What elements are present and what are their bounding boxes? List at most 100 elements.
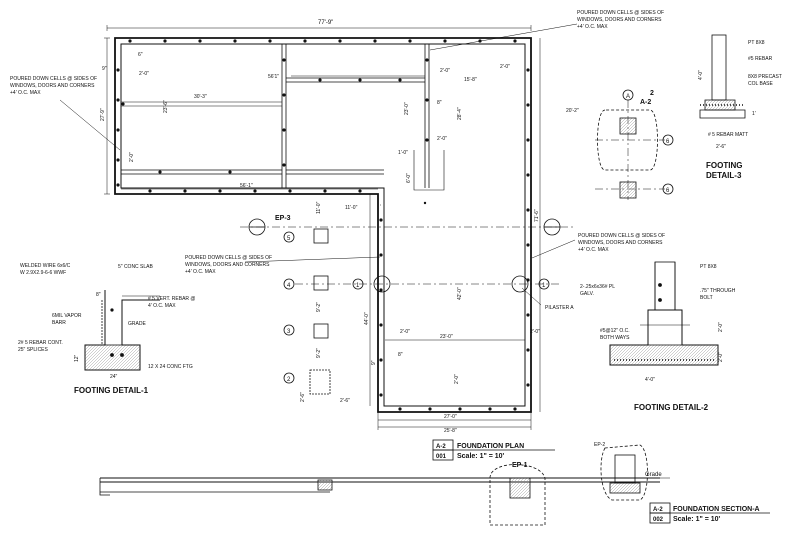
dim-71-6: 71'-6" bbox=[534, 209, 540, 222]
dim-2-6-v: 2'-6" bbox=[300, 392, 306, 402]
footing-detail-3-title-b: DETAIL-3 bbox=[706, 171, 742, 180]
d1-dim-8: 8" bbox=[96, 292, 101, 298]
dim-2-6: 2'-6" bbox=[340, 398, 350, 404]
note-cells-4-l2: WINDOWS, DOORS AND CORNERS bbox=[578, 240, 663, 246]
dim-56-1: 56'1" bbox=[268, 74, 279, 80]
detail-1-text: WELDED WIRE 6x6/C W 2.9X2.9-6-6 WWF 5" C… bbox=[18, 263, 196, 380]
note-cells-4-l1: POURED DOWN CELLS @ SIDES OF bbox=[578, 233, 665, 239]
plan-title: FOUNDATION PLAN bbox=[457, 443, 524, 450]
note-cells-3-l1: POURED DOWN CELLS @ SIDES OF bbox=[185, 255, 272, 261]
footing-detail-3 bbox=[699, 34, 746, 119]
note-cells-2-l3: +4' O.C. MAX bbox=[577, 24, 608, 30]
pilaster-label: PILASTER A bbox=[545, 305, 574, 311]
d2-pt: PT 8X8 bbox=[700, 264, 717, 270]
section-sheet-ref: A-2 bbox=[653, 507, 663, 513]
ep1-label: EP-1 bbox=[512, 462, 528, 469]
grid-4: 4 bbox=[287, 283, 291, 289]
title-text: A-2 001 FOUNDATION PLAN Scale: 1" = 10' … bbox=[74, 161, 760, 523]
note-cells-1-l3: +4' O.C. MAX bbox=[10, 90, 41, 96]
dim-2-0-d: 2'-0" bbox=[437, 136, 447, 142]
dim-1-0: 1'-0" bbox=[398, 150, 408, 156]
dim-9-2-b: 9'-2" bbox=[316, 348, 322, 358]
d3-pt: PT 8X8 bbox=[748, 40, 765, 46]
d1-vapor-l1: 6MIL VAPOR bbox=[52, 313, 82, 319]
d2-plate-l2: GALV. bbox=[580, 291, 594, 297]
d2-dim-2-0a: 2'-0" bbox=[718, 322, 724, 332]
section-sheet-num: 002 bbox=[653, 517, 664, 523]
d1-dim-12: 12" bbox=[74, 354, 80, 362]
d1-vert-l1: # 5 VERT. REBAR @ bbox=[148, 296, 196, 302]
footing-detail-1 bbox=[84, 290, 160, 371]
d2-bolt-l1: .75" THROUGH bbox=[700, 288, 736, 294]
dim-9-b: 9" bbox=[371, 360, 377, 365]
dim-20-2: 20'-2" bbox=[566, 108, 579, 114]
dim-8: 8" bbox=[437, 100, 442, 106]
sec-a2-label: A-2 bbox=[640, 99, 651, 106]
sec-2-label: 2 bbox=[650, 90, 654, 97]
note-cells-2-l1: POURED DOWN CELLS @ SIDES OF bbox=[577, 10, 664, 16]
d1-grade: GRADE bbox=[128, 321, 146, 327]
dim-8-b: 8" bbox=[398, 352, 403, 358]
footing-detail-2-title: FOOTING DETAIL-2 bbox=[634, 403, 709, 412]
d3-rebar: #5 REBAR bbox=[748, 56, 773, 62]
title-boxes bbox=[432, 439, 770, 524]
dim-2-0-c: 2'-0" bbox=[500, 64, 510, 70]
foundation-section bbox=[99, 444, 670, 526]
d1-rebar-l2: 25" SPLICES bbox=[18, 347, 49, 353]
detail-2-text: PT 8X8 2-.25x6x36# PL GALV. .75" THROUGH… bbox=[580, 264, 736, 383]
dim-2-0-g: 2'-0" bbox=[454, 374, 460, 384]
dim-56-1b: 56'-1" bbox=[240, 183, 253, 189]
dim-27-9: 27'-9" bbox=[100, 108, 106, 121]
plan-sheet-ref: A-2 bbox=[436, 444, 446, 450]
dim-2-0-e: 2'-0" bbox=[400, 329, 410, 335]
d3-dim-4-0: 4'-0" bbox=[698, 70, 704, 80]
note-cells-4-l3: +4' O.C. MAX bbox=[578, 247, 609, 253]
dim-11-0-v: 11'-0" bbox=[316, 201, 322, 214]
rebar-dots bbox=[116, 39, 530, 411]
plan-text: 77'-9" 56'1" 56'-1" 30'-3" 23'-6" 27'-9"… bbox=[10, 10, 670, 469]
dim-2-0-f: 2'-0" bbox=[530, 329, 540, 335]
d3-dim-1: 1' bbox=[752, 111, 756, 117]
dim-9-2: 9'-2" bbox=[316, 302, 322, 312]
footing-detail-2 bbox=[609, 261, 719, 366]
note-cells-3-l3: +4' O.C. MAX bbox=[185, 269, 216, 275]
d2-dim-2-0b: 2'-0" bbox=[718, 352, 724, 362]
note-cells-2-l2: WINDOWS, DOORS AND CORNERS bbox=[577, 17, 662, 23]
d3-precast-l1: 8X8 PRECAST bbox=[748, 74, 782, 80]
dim-23-0: 23'-0" bbox=[404, 102, 410, 115]
note-cells-3-l2: WINDOWS, DOORS AND CORNERS bbox=[185, 262, 270, 268]
d1-ftg: 12 X 24 CONC FTG bbox=[148, 364, 193, 370]
footing-detail-3-title-a: FOOTING bbox=[706, 161, 742, 170]
dim-2-0: 2'-0" bbox=[139, 71, 149, 77]
dim-27-0: 27'-0" bbox=[444, 414, 457, 420]
section-grade: Grade bbox=[645, 472, 662, 478]
dim-15-8: 15'-8" bbox=[464, 77, 477, 83]
d1-rebar-l1: 2# 5 REBAR CONT. bbox=[18, 340, 63, 346]
note-cells-1-l1: POURED DOWN CELLS @ SIDES OF bbox=[10, 76, 97, 82]
d1-vert-l2: 4' O.C. MAX bbox=[148, 303, 176, 309]
grid-6b: 6 bbox=[666, 188, 670, 194]
grid-lines bbox=[240, 100, 665, 285]
ep2-label: EP-2 bbox=[594, 442, 605, 448]
d3-mat: # 5 REBAR MATT bbox=[708, 132, 748, 138]
d1-wire-l1: WELDED WIRE 6x6/C bbox=[20, 263, 71, 269]
grid-3: 3 bbox=[287, 329, 291, 335]
d1-dim-24: 24" bbox=[110, 374, 118, 380]
section-scale: Scale: 1" = 10' bbox=[673, 516, 721, 523]
dim-28-4: 28'-4" bbox=[457, 107, 463, 120]
d3-precast-l2: COL BASE bbox=[748, 81, 773, 87]
d1-vapor-l2: BARR bbox=[52, 320, 66, 326]
grid-bubbles bbox=[248, 89, 674, 384]
plan-sheet-num: 001 bbox=[436, 454, 447, 460]
ep3-label: EP-3 bbox=[275, 215, 291, 222]
leader-lines bbox=[59, 23, 578, 306]
grid-1b: 1 bbox=[542, 283, 546, 289]
grid-6a: 6 bbox=[666, 139, 670, 145]
dim-30-3: 30'-3" bbox=[194, 94, 207, 100]
d2-bolt-l2: BOLT bbox=[700, 295, 713, 301]
d2-plate-l1: 2-.25x6x36# PL bbox=[580, 284, 615, 290]
dim-6: 6" bbox=[138, 52, 143, 58]
grid-5: 5 bbox=[287, 236, 291, 242]
d1-wire-l2: W 2.9X2.9-6-6 WWF bbox=[20, 270, 66, 276]
d1-slab: 5" CONC SLAB bbox=[118, 264, 154, 270]
